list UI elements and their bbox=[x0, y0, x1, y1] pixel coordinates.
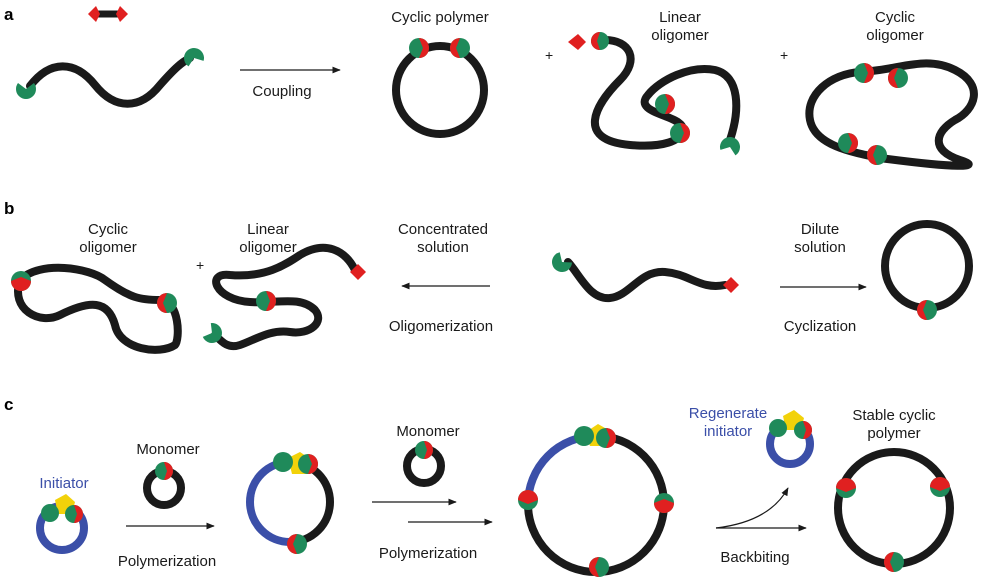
stable-cyclic-polymer bbox=[834, 448, 954, 572]
cyclic-oligomer-b-label-line2: oligomer bbox=[79, 239, 137, 256]
stable-cyclic-label-line1: Stable cyclic bbox=[852, 407, 936, 424]
cyclic-oligomer-label-line2: oligomer bbox=[866, 27, 924, 44]
cyclic-product-b bbox=[881, 220, 973, 320]
green-end-group bbox=[16, 83, 36, 99]
monomer-1 bbox=[143, 462, 185, 509]
oligomerization-label: Oligomerization bbox=[389, 318, 493, 335]
coupling-label: Coupling bbox=[252, 83, 311, 100]
growing-ring-2 bbox=[518, 424, 674, 577]
dilute-label-line1: Dilute bbox=[801, 221, 839, 238]
plus-sign: + bbox=[780, 47, 788, 63]
backbiting-label: Backbiting bbox=[720, 549, 789, 566]
linear-precursor-b bbox=[552, 252, 739, 303]
green-end-group bbox=[184, 48, 204, 67]
cyclic-polymer-a bbox=[392, 38, 488, 138]
linear-precursor-a bbox=[16, 48, 204, 108]
cyclic-polymer-label: Cyclic polymer bbox=[391, 9, 489, 26]
plus-sign: + bbox=[196, 257, 204, 273]
linear-oligomer-b bbox=[202, 243, 366, 351]
plus-sign: + bbox=[545, 47, 553, 63]
initiator-complex bbox=[36, 494, 88, 554]
dilute-label-line2: solution bbox=[794, 239, 846, 256]
linear-oligomer-b-label-line1: Linear bbox=[247, 221, 289, 238]
monomer-label-2: Monomer bbox=[396, 423, 459, 440]
backbiting-arrow-up bbox=[715, 487, 789, 529]
panel-label-c: c bbox=[4, 395, 13, 414]
cyclization-label: Cyclization bbox=[784, 318, 857, 335]
monomer-label: Monomer bbox=[136, 441, 199, 458]
linear-oligomer-a bbox=[568, 32, 741, 156]
growing-ring-1 bbox=[246, 452, 334, 554]
panel-label-b: b bbox=[4, 199, 14, 218]
linear-oligomer-b-label-line2: oligomer bbox=[239, 239, 297, 256]
initiator-label: Initiator bbox=[39, 475, 88, 492]
cyclic-oligomer-b-label-line1: Cyclic bbox=[88, 221, 128, 238]
regenerate-label-line1: Regenerate bbox=[689, 405, 767, 422]
polymerization-label-1: Polymerization bbox=[118, 553, 216, 570]
coupling-linker bbox=[88, 6, 128, 22]
stable-cyclic-label-line2: polymer bbox=[867, 425, 920, 442]
cyclic-oligomer-b bbox=[11, 263, 182, 354]
cyclic-oligomer-label-line1: Cyclic bbox=[875, 9, 915, 26]
regenerate-label-line2: initiator bbox=[704, 423, 752, 440]
polymerization-label-2: Polymerization bbox=[379, 545, 477, 562]
cyclic-oligomer-a bbox=[805, 59, 978, 170]
concentrated-label-line2: solution bbox=[417, 239, 469, 256]
linear-oligomer-label-line2: oligomer bbox=[651, 27, 709, 44]
concentrated-label-line1: Concentrated bbox=[398, 221, 488, 238]
linear-oligomer-label-line1: Linear bbox=[659, 9, 701, 26]
panel-label-a: a bbox=[4, 5, 14, 24]
monomer-2 bbox=[403, 441, 445, 487]
regenerated-initiator bbox=[766, 410, 814, 468]
